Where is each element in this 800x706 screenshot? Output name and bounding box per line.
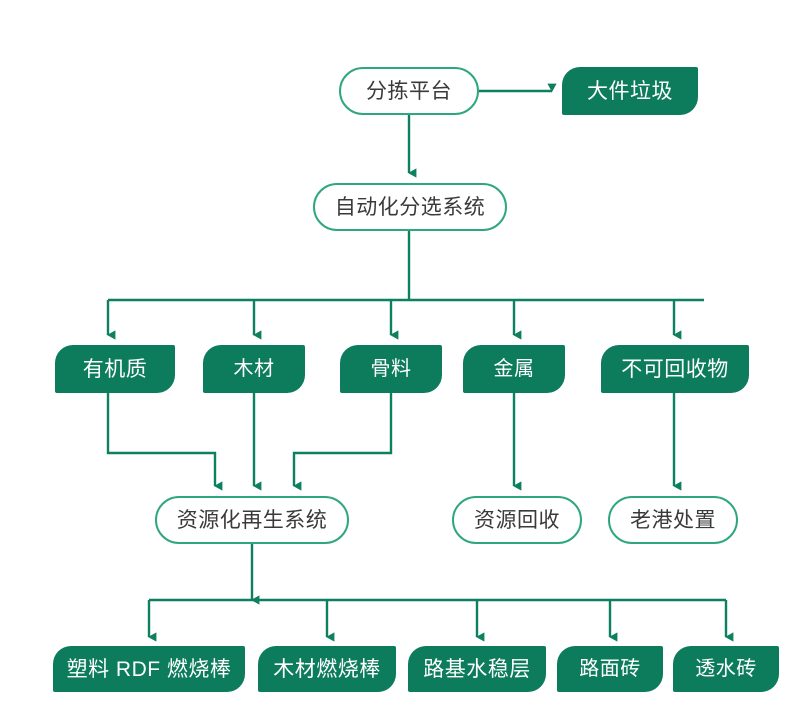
node-non_recyclable[interactable]: 不可回收物 bbox=[601, 345, 749, 393]
edge-organic-to-recycling bbox=[106, 393, 223, 491]
node-paving_brick[interactable]: 路面砖 bbox=[557, 646, 663, 692]
node-road_base[interactable]: 路基水稳层 bbox=[408, 646, 546, 692]
node-metal[interactable]: 金属 bbox=[463, 345, 565, 393]
node-label-metal: 金属 bbox=[493, 358, 535, 380]
node-label-recycling_system: 资源化再生系统 bbox=[176, 508, 328, 532]
node-label-paving_brick: 路面砖 bbox=[579, 658, 641, 680]
node-organic[interactable]: 有机质 bbox=[55, 345, 175, 393]
node-wood_rod[interactable]: 木材燃烧棒 bbox=[258, 646, 396, 692]
node-label-organic: 有机质 bbox=[82, 357, 148, 381]
node-label-permeable_brick: 透水砖 bbox=[695, 658, 757, 680]
node-label-auto_sorting: 自动化分选系统 bbox=[334, 195, 486, 219]
node-label-laogang_disposal: 老港处置 bbox=[630, 508, 716, 532]
node-recycling_system[interactable]: 资源化再生系统 bbox=[155, 496, 349, 544]
node-plastic_rdf[interactable]: 塑料 RDF 燃烧棒 bbox=[53, 646, 245, 692]
node-resource_recovery[interactable]: 资源回收 bbox=[452, 496, 582, 544]
node-label-wood_rod: 木材燃烧棒 bbox=[273, 657, 381, 681]
node-sorting_platform[interactable]: 分拣平台 bbox=[339, 67, 479, 115]
node-label-aggregate: 骨料 bbox=[370, 358, 412, 380]
node-laogang_disposal[interactable]: 老港处置 bbox=[608, 496, 738, 544]
node-bulky_waste[interactable]: 大件垃圾 bbox=[562, 67, 698, 115]
node-label-non_recyclable: 不可回收物 bbox=[621, 357, 729, 381]
node-label-sorting_platform: 分拣平台 bbox=[366, 79, 452, 103]
node-permeable_brick[interactable]: 透水砖 bbox=[673, 646, 779, 692]
edge-aggregate-to-recycling bbox=[292, 393, 393, 491]
node-label-road_base: 路基水稳层 bbox=[423, 657, 531, 681]
node-label-resource_recovery: 资源回收 bbox=[474, 508, 560, 532]
node-label-wood: 木材 bbox=[233, 358, 275, 380]
node-label-plastic_rdf: 塑料 RDF 燃烧棒 bbox=[66, 657, 232, 681]
node-label-bulky_waste: 大件垃圾 bbox=[587, 79, 673, 103]
node-wood[interactable]: 木材 bbox=[203, 345, 305, 393]
node-auto_sorting[interactable]: 自动化分选系统 bbox=[313, 183, 507, 231]
node-aggregate[interactable]: 骨料 bbox=[340, 345, 442, 393]
